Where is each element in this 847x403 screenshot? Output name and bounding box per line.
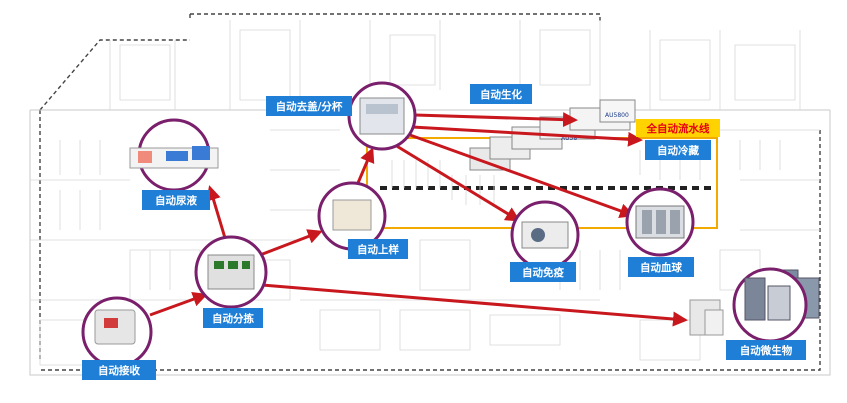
label-text-coldstore: 自动冷藏 (657, 144, 699, 157)
node-sort (194, 235, 268, 309)
label-biochem: 自动生化 (470, 84, 532, 104)
label-urine: 自动尿液 (142, 190, 210, 210)
arrow-decap-to-coldstore (411, 125, 643, 147)
node-urine (129, 118, 219, 192)
label-text-micro: 自动微生物 (740, 344, 793, 357)
node-blood (625, 187, 695, 257)
label-sort: 自动分拣 (203, 308, 263, 328)
arrow-decap-to-biochem (414, 112, 578, 128)
nodes (81, 81, 808, 368)
node-micro (732, 267, 808, 343)
node-immuno (510, 200, 580, 270)
label-text-urine: 自动尿液 (155, 194, 197, 207)
node-labels: 自动接收 自动分拣 自动尿液 自动上样 自动去盖/分杯 自动生化 自动冷藏 自 (82, 84, 806, 380)
arrow-decap-to-blood (409, 133, 635, 218)
label-coldstore: 自动冷藏 (645, 140, 711, 160)
pipeline-label-text: 全自动流水线 (646, 122, 710, 135)
machine-tag: AU58 (561, 135, 577, 142)
label-text-blood: 自动血球 (640, 261, 682, 274)
node-loading (317, 181, 387, 251)
label-immuno: 自动免疫 (510, 262, 576, 282)
arrow-receive-to-sort (149, 292, 208, 317)
label-text-immuno: 自动免疫 (522, 266, 564, 279)
node-receive (81, 296, 153, 368)
pipeline-label: 全自动流水线 (636, 119, 720, 137)
label-blood: 自动血球 (628, 257, 694, 277)
label-decap: 自动去盖/分杯 (266, 96, 352, 116)
label-loading: 自动上样 (348, 239, 408, 259)
machine-tag: AU5800 (605, 112, 629, 119)
label-text-receive: 自动接收 (98, 364, 140, 377)
label-text-biochem: 自动生化 (480, 88, 522, 101)
node-decap (347, 81, 417, 151)
label-text-loading: 自动上样 (357, 243, 399, 256)
arrow-sort-to-micro (261, 283, 688, 327)
label-text-sort: 自动分拣 (212, 312, 254, 325)
label-text-decap: 自动去盖/分杯 (276, 100, 343, 113)
biochem-analyzer-line: AU5800 AU58 (469, 99, 636, 171)
arrow-decap-to-immuno (394, 143, 521, 222)
label-micro: 自动微生物 (726, 340, 806, 360)
arrow-sort-to-loading (259, 229, 323, 257)
label-receive: 自动接收 (82, 360, 156, 380)
